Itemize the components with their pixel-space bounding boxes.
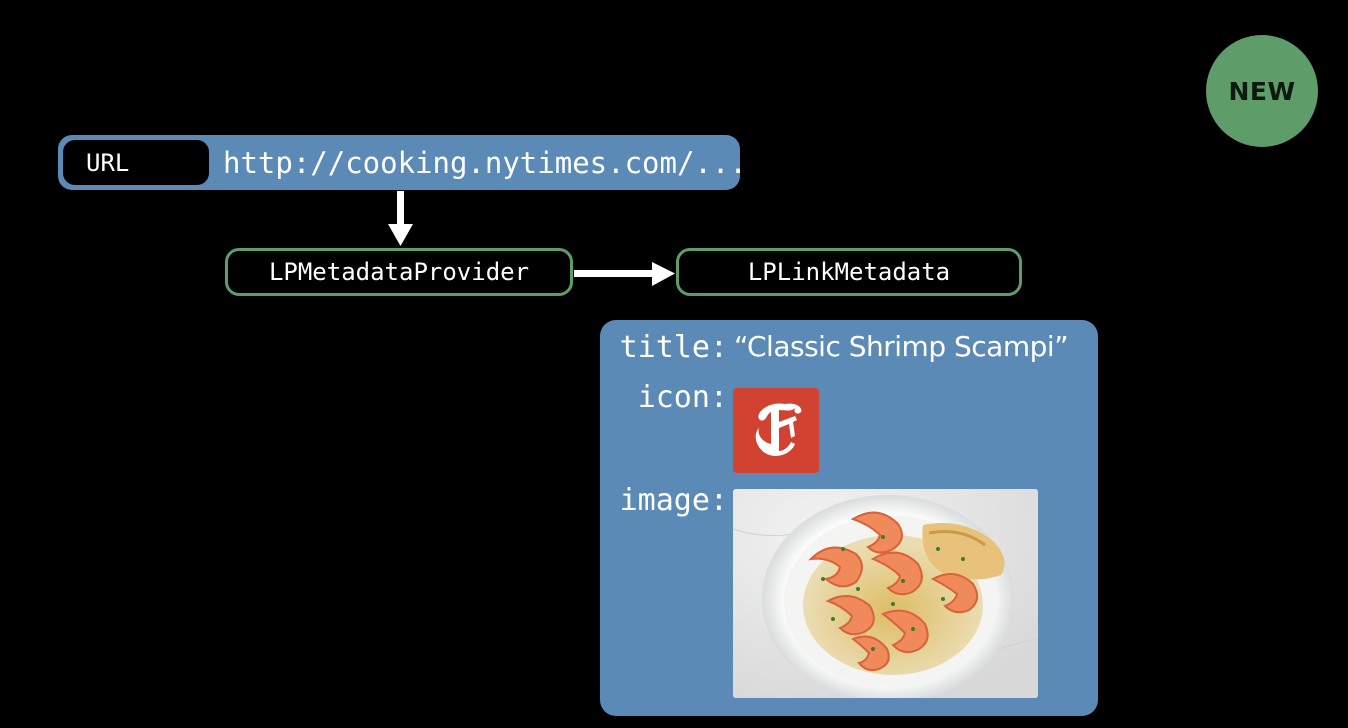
icon-key: icon: bbox=[637, 380, 728, 415]
metadata-provider-box: LPMetadataProvider bbox=[225, 248, 573, 296]
nytimes-logo-glyph bbox=[755, 402, 802, 456]
title-value: “Classic Shrimp Scampi” bbox=[734, 330, 1069, 363]
url-tag: URL bbox=[63, 140, 209, 185]
right-arrow bbox=[574, 262, 675, 286]
title-key: title: bbox=[619, 330, 728, 365]
image-key: image: bbox=[619, 483, 728, 518]
shrimp-scampi-photo bbox=[733, 489, 1038, 698]
down-arrow bbox=[388, 191, 413, 246]
url-pill: URL http://cooking.nytimes.com/... bbox=[58, 135, 747, 190]
link-metadata-box: LPLinkMetadata bbox=[676, 248, 1022, 296]
metadata-card: title: “Classic Shrimp Scampi” icon: ima… bbox=[600, 320, 1098, 716]
new-badge: NEW bbox=[1206, 35, 1318, 147]
nytimes-logo-icon bbox=[733, 388, 819, 473]
url-value: http://cooking.nytimes.com/... bbox=[223, 145, 747, 180]
